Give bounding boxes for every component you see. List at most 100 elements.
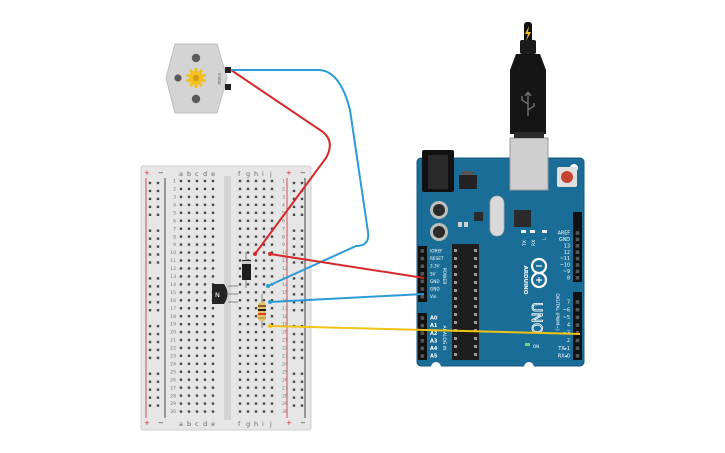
breadboard-hole[interactable] <box>262 219 266 222</box>
breadboard-hole[interactable] <box>246 291 250 294</box>
breadboard-hole[interactable] <box>238 330 242 334</box>
digital-pin-socket[interactable] <box>575 346 580 350</box>
rail-hole[interactable] <box>292 237 296 240</box>
digital-pin-socket[interactable] <box>575 300 580 304</box>
breadboard-hole[interactable] <box>254 354 258 358</box>
breadboard-hole[interactable] <box>211 243 215 246</box>
breadboard-hole[interactable] <box>187 370 191 373</box>
breadboard-hole[interactable] <box>246 410 250 413</box>
breadboard-hole[interactable] <box>262 195 266 199</box>
breadboard-hole[interactable] <box>262 402 266 405</box>
digital-pin-socket[interactable] <box>575 307 580 312</box>
breadboard-hole[interactable] <box>195 195 199 199</box>
breadboard-hole[interactable] <box>238 378 242 381</box>
rail-hole[interactable] <box>292 285 296 288</box>
breadboard-hole[interactable] <box>254 275 258 278</box>
breadboard-hole[interactable] <box>203 330 207 334</box>
rail-hole[interactable] <box>300 309 304 312</box>
breadboard-hole[interactable] <box>238 346 242 350</box>
rail-hole[interactable] <box>292 356 296 360</box>
breadboard-hole[interactable] <box>187 203 191 207</box>
breadboard-hole[interactable] <box>238 251 242 254</box>
breadboard-hole[interactable] <box>238 386 242 389</box>
breadboard-hole[interactable] <box>203 410 207 413</box>
breadboard-hole[interactable] <box>211 219 215 222</box>
breadboard-hole[interactable] <box>262 378 266 381</box>
digital-pin-socket[interactable] <box>575 244 580 248</box>
breadboard-hole[interactable] <box>179 251 183 254</box>
power-pin-socket[interactable] <box>420 249 425 253</box>
breadboard-hole[interactable] <box>211 402 215 405</box>
analog-pin-socket[interactable] <box>420 346 425 351</box>
digital-pin-socket[interactable] <box>575 354 580 358</box>
breadboard-hole[interactable] <box>203 402 207 405</box>
breadboard-hole[interactable] <box>254 314 258 318</box>
breadboard-hole[interactable] <box>203 370 207 373</box>
breadboard-hole[interactable] <box>262 259 266 262</box>
breadboard-hole[interactable] <box>179 283 183 286</box>
breadboard-hole[interactable] <box>254 259 258 262</box>
breadboard-hole[interactable] <box>238 267 242 270</box>
breadboard-hole[interactable] <box>195 235 199 238</box>
breadboard-hole[interactable] <box>262 275 266 278</box>
rail-hole[interactable] <box>156 205 160 209</box>
breadboard-hole[interactable] <box>238 259 242 262</box>
wire-yellow-signal[interactable] <box>269 325 581 335</box>
rail-hole[interactable] <box>300 229 304 232</box>
breadboard-hole[interactable] <box>195 211 199 214</box>
breadboard-hole[interactable] <box>211 370 215 373</box>
breadboard-hole[interactable] <box>195 267 199 270</box>
rail-hole[interactable] <box>300 356 304 360</box>
digital-pin-socket[interactable] <box>575 269 580 274</box>
rail-hole[interactable] <box>300 205 304 209</box>
digital-pin-socket[interactable] <box>575 331 580 335</box>
breadboard-hole[interactable] <box>270 394 274 397</box>
breadboard-hole[interactable] <box>211 251 215 254</box>
breadboard-hole[interactable] <box>270 362 274 366</box>
rail-hole[interactable] <box>156 237 160 240</box>
breadboard-hole[interactable] <box>203 378 207 381</box>
reset-button-cap[interactable] <box>561 171 573 183</box>
breadboard-hole[interactable] <box>262 227 266 230</box>
breadboard-hole[interactable] <box>187 410 191 413</box>
rail-hole[interactable] <box>292 189 296 193</box>
breadboard-hole[interactable] <box>246 354 250 358</box>
breadboard-hole[interactable] <box>187 299 191 302</box>
breadboard-hole[interactable] <box>270 219 274 222</box>
breadboard-hole[interactable] <box>187 283 191 286</box>
rail-hole[interactable] <box>148 348 152 352</box>
rail-hole[interactable] <box>148 205 152 209</box>
breadboard-hole[interactable] <box>270 307 274 310</box>
breadboard-hole[interactable] <box>179 219 183 222</box>
rail-hole[interactable] <box>148 293 152 296</box>
breadboard-hole[interactable] <box>246 370 250 373</box>
rail-hole[interactable] <box>292 197 296 201</box>
power-pin-socket[interactable] <box>420 279 425 284</box>
breadboard-hole[interactable] <box>211 179 215 183</box>
rail-hole[interactable] <box>156 348 160 352</box>
breadboard-hole[interactable] <box>246 219 250 222</box>
breadboard-hole[interactable] <box>211 346 215 350</box>
rail-hole[interactable] <box>156 332 160 336</box>
breadboard-hole[interactable] <box>211 378 215 381</box>
breadboard-hole[interactable] <box>238 322 242 326</box>
rail-hole[interactable] <box>300 348 304 352</box>
breadboard-hole[interactable] <box>187 354 191 358</box>
breadboard-hole[interactable] <box>270 354 274 358</box>
breadboard-hole[interactable] <box>179 322 183 326</box>
breadboard-hole[interactable] <box>254 283 258 286</box>
breadboard-hole[interactable] <box>246 283 250 286</box>
rail-hole[interactable] <box>300 372 304 375</box>
rail-hole[interactable] <box>300 380 304 383</box>
motor-terminal-negative[interactable] <box>225 84 231 90</box>
breadboard-hole[interactable] <box>270 243 274 246</box>
breadboard-hole[interactable] <box>254 179 258 183</box>
breadboard-hole[interactable] <box>195 370 199 373</box>
rail-hole[interactable] <box>292 293 296 296</box>
breadboard-hole[interactable] <box>203 283 207 286</box>
rail-hole[interactable] <box>148 388 152 391</box>
breadboard-hole[interactable] <box>195 330 199 334</box>
rail-hole[interactable] <box>148 324 152 328</box>
rail-hole[interactable] <box>300 340 304 344</box>
breadboard-hole[interactable] <box>238 235 242 238</box>
